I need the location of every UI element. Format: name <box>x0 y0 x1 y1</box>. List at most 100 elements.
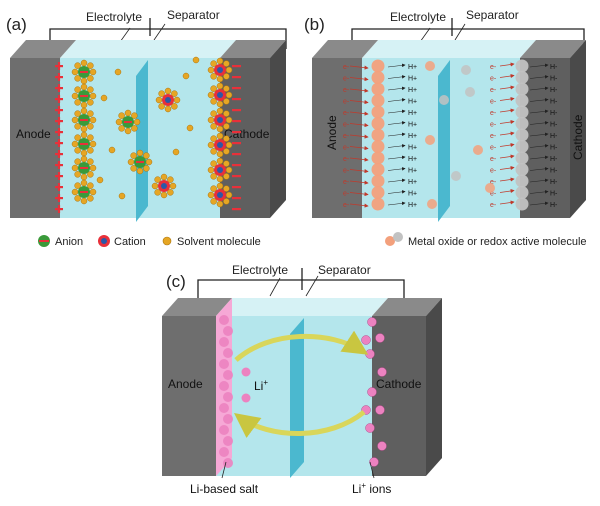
metal-oxide-particle <box>371 151 385 165</box>
solvent-molecule <box>74 123 81 130</box>
solvent-molecule <box>164 105 172 113</box>
solvent-molecule <box>130 152 137 159</box>
solvent-molecule <box>71 116 79 124</box>
solvent-molecule <box>118 112 125 119</box>
panel-b-electrolyte-label: Electrolyte <box>390 10 446 24</box>
proton-label: H+ <box>408 202 417 209</box>
solvent-molecule <box>80 173 88 181</box>
solvent-molecule <box>71 164 79 172</box>
solvent-molecule <box>80 107 88 115</box>
solvent-molecule <box>87 158 94 165</box>
li-ion <box>367 317 377 327</box>
electron-label: e- <box>490 87 497 94</box>
solvent-molecule <box>225 116 233 124</box>
electron-label: e- <box>343 110 350 117</box>
solvent-molecule <box>171 103 178 110</box>
proton-arrow-icon <box>387 132 406 137</box>
minus-sign-icon <box>232 76 241 79</box>
solvent-molecule <box>210 160 217 167</box>
salt-pointer <box>221 461 227 479</box>
ion-arrow-icon <box>529 201 549 206</box>
solvent-molecule <box>216 182 224 190</box>
legend-cation-label: Cation <box>114 236 146 248</box>
metal-oxide-particle <box>371 59 385 73</box>
panel-a-tag: (a) <box>6 15 27 34</box>
panel-b-electrolyte-top <box>362 40 536 58</box>
panel-b-anode-top <box>312 40 378 58</box>
legend-solvent-label: Solvent molecule <box>177 236 261 248</box>
metal-oxide-particle <box>371 140 385 153</box>
electron-arrow-icon <box>499 177 515 182</box>
solvent-molecule <box>223 85 230 92</box>
electron-arrow-icon <box>499 96 515 102</box>
redox-particle <box>515 163 529 176</box>
solvent-molecule <box>207 66 215 74</box>
anion-charge <box>80 167 88 169</box>
panel-c-separator <box>290 318 304 478</box>
electron-label: e- <box>343 64 350 71</box>
redox-particle <box>515 105 529 119</box>
solvent-molecule <box>223 98 230 105</box>
solvent-molecule <box>216 125 224 133</box>
dispersed-particle <box>439 95 449 105</box>
solvent-molecule <box>207 166 215 174</box>
solvent-molecule <box>207 91 215 99</box>
solvent-molecule <box>207 141 215 149</box>
li-salt-crystal <box>219 403 229 413</box>
solvent-molecule <box>89 92 97 100</box>
solvent-molecule <box>210 135 217 142</box>
metal-oxide-icon <box>385 236 395 246</box>
li-ion <box>365 423 375 433</box>
solvent-molecule <box>216 132 224 140</box>
dispersed-particle <box>425 135 435 145</box>
li-ion <box>241 393 251 403</box>
solvent-molecule <box>71 68 79 76</box>
solvent-molecule <box>223 173 230 180</box>
electron-label: e- <box>343 156 350 163</box>
solvent-molecule <box>74 134 81 141</box>
solvent-molecule <box>223 185 230 192</box>
anion-charge <box>80 71 88 73</box>
ion-arrow-icon <box>529 98 549 102</box>
solvent-molecule <box>74 147 81 154</box>
cation-charge <box>217 167 223 173</box>
electron-arrow-icon <box>349 134 369 139</box>
dispersed-particle <box>465 87 475 97</box>
minus-sign-icon <box>232 153 241 156</box>
electron-arrow-icon <box>349 157 369 162</box>
electron-label: e- <box>343 202 350 209</box>
panel-b-layers: e-H+e-H-e-H+e-H-e-H+e-H-e-H+e-H-e-H+e-H-… <box>343 59 558 211</box>
metal-oxide-particle <box>371 197 385 211</box>
panel-a-anode-label: Anode <box>16 127 51 141</box>
solvent-molecule <box>87 99 94 106</box>
panel-b-anode-label: Anode <box>325 115 339 150</box>
li-ion <box>375 405 385 415</box>
plus-sign-icon <box>57 95 61 103</box>
ion-arrow-icon <box>529 190 549 194</box>
electron-arrow-icon <box>349 88 369 93</box>
solvent-molecule <box>167 176 174 183</box>
solvent-molecule <box>74 195 81 202</box>
panel-c-cathode-side <box>426 298 442 476</box>
solvent-legend-icon <box>162 236 172 246</box>
ion-arrow-icon <box>529 144 549 148</box>
li-salt-crystal <box>219 315 229 325</box>
solvent-molecule <box>223 110 230 117</box>
li-ion <box>365 349 375 359</box>
solvent-molecule <box>74 158 81 165</box>
ion-arrow-icon <box>529 86 549 91</box>
redox-particle <box>515 151 529 165</box>
metal-oxide-particle <box>371 163 385 176</box>
electron-label: e- <box>490 168 497 175</box>
solvent-molecule <box>87 75 94 82</box>
anion-charge <box>80 143 88 145</box>
electron-arrow-icon <box>499 73 515 79</box>
proton-arrow-icon <box>387 167 406 171</box>
solvent-molecule <box>223 135 230 142</box>
cation-charge <box>217 142 223 148</box>
charge-arrow-icon <box>234 330 369 362</box>
panel-a-electrolyte-top <box>60 40 236 58</box>
solvent-molecule <box>151 182 159 190</box>
solvent-molecule <box>87 134 94 141</box>
proton-arrow-icon <box>387 190 406 194</box>
